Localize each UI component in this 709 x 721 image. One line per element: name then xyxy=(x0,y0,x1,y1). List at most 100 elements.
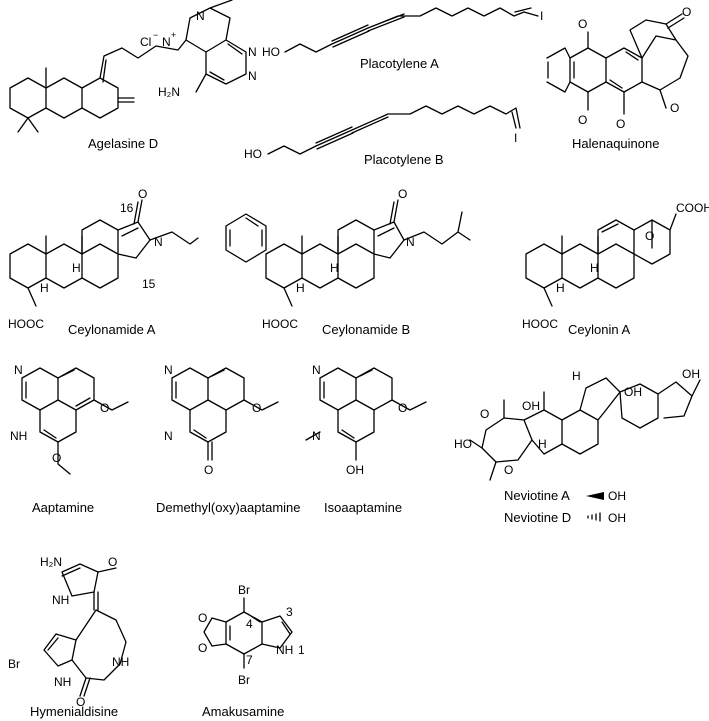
ceylonin-a-o-label: O xyxy=(645,229,654,243)
neviotine-ho-label: HO xyxy=(454,437,472,451)
demethyl-aaptamine-n1-label: N xyxy=(164,363,173,377)
ceylonamide-a-h1-label: H xyxy=(72,261,81,275)
aaptamine-nh-label: NH xyxy=(10,429,27,443)
halenaquinone-structure xyxy=(546,13,689,115)
compound-label: Placotylene A xyxy=(360,56,439,71)
amakusamine-nh-label: NH xyxy=(276,643,293,657)
placotylene-a-iodine-label: I xyxy=(540,9,543,23)
neviotine-o1-label: O xyxy=(480,407,489,421)
hymenialdisine-nh3-label: NH xyxy=(112,655,129,669)
aaptamine-o1-label: O xyxy=(100,401,109,415)
hymenialdisine-o1-label: O xyxy=(108,555,117,569)
agelasine-plus-sign: + xyxy=(171,30,176,40)
ceylonamide-b-h1-label: H xyxy=(330,261,339,275)
ceylonin-a-cooh-label: COOH xyxy=(676,201,709,215)
agelasine-d-structure xyxy=(9,0,247,133)
ceylonin-a-hooc-label: HOOC xyxy=(522,317,558,331)
neviotine-h2-label: H xyxy=(538,437,547,451)
ceylonamide-a-o-label: O xyxy=(138,187,147,201)
amakusamine-br1-label: Br xyxy=(238,583,250,597)
ceylonamide-b-n-label: N xyxy=(406,235,415,249)
neviotine-o2-label: O xyxy=(504,463,513,477)
compound-label: Ceylonin A xyxy=(568,322,630,337)
compound-label: Ceylonamide B xyxy=(322,322,410,337)
neviotine-d-oh-legend: OH xyxy=(608,511,626,525)
aaptamine-n-label: N xyxy=(14,363,23,377)
halenaquinone-o3-label: O xyxy=(616,117,625,131)
ceylonamide-b-hooc-label: HOOC xyxy=(262,317,298,331)
isoaaptamine-oh-label: OH xyxy=(346,463,364,477)
compound-label: Amakusamine xyxy=(202,704,284,719)
compound-label: Aaptamine xyxy=(32,500,94,515)
hymenialdisine-structure xyxy=(43,563,127,697)
neviotine-oh1-label: OH xyxy=(522,399,540,413)
compound-label: Ceylonamide A xyxy=(68,322,156,337)
compound-label: Neviotine A xyxy=(504,488,570,503)
amakusamine-c7-label: 7 xyxy=(246,653,253,667)
agelasine-n3-label: N xyxy=(248,69,257,83)
wedge-bond-icon xyxy=(586,492,604,500)
amakusamine-o2-label: O xyxy=(198,641,207,655)
demethyl-aaptamine-o2-label: O xyxy=(204,463,213,477)
hashed-bond-icon xyxy=(587,512,601,522)
isoaaptamine-structure xyxy=(305,367,427,461)
neviotine-oh2-label: OH xyxy=(624,385,642,399)
neviotine-structure xyxy=(469,377,701,481)
agelasine-n-label: N xyxy=(196,9,205,23)
ceylonamide-b-o-label: O xyxy=(398,187,407,201)
ceylonamide-b-structure xyxy=(265,199,471,307)
placotylene-b-ho-label: HO xyxy=(244,147,262,161)
amakusamine-c3-label: 3 xyxy=(286,605,293,619)
halenaquinone-o2-label: O xyxy=(578,113,587,127)
neviotine-a-oh-legend: OH xyxy=(608,489,626,503)
isoaaptamine-n1-label: N xyxy=(312,363,321,377)
hymenialdisine-nh2-label: H₂N xyxy=(40,555,62,569)
ceylonamide-a-c15-label: 15 xyxy=(142,277,156,291)
placotylene-b-iodine-label: I xyxy=(514,131,517,145)
ceylonin-a-structure xyxy=(525,213,677,307)
ceylonamide-a-h2-label: H xyxy=(40,281,49,295)
hymenialdisine-nh1-label: NH xyxy=(52,593,69,607)
hymenialdisine-nh2-ring-label: NH xyxy=(54,675,71,689)
ceylonin-a-h1-label: H xyxy=(590,261,599,275)
placotylene-a-structure xyxy=(284,7,539,53)
compound-label: Placotylene B xyxy=(364,152,444,167)
agelasine-n2-label: N xyxy=(248,45,257,59)
isoaaptamine-n2-label: N xyxy=(312,429,321,443)
placotylene-b-structure xyxy=(267,105,521,155)
aaptamine-structure xyxy=(21,367,129,475)
hymenialdisine-o2-label: O xyxy=(76,695,85,709)
neviotine-oh3-label: OH xyxy=(682,367,700,381)
compound-label: Demethyl(oxy)aaptamine xyxy=(156,500,301,515)
compound-label: Agelasine D xyxy=(88,136,158,151)
halenaquinone-o5-label: O xyxy=(670,101,679,115)
halenaquinone-o4-label: O xyxy=(682,5,691,19)
agelasine-nh2-label: H₂N xyxy=(158,85,180,99)
ceylonamide-a-c16-label: 16 xyxy=(120,201,134,215)
ceylonamide-b-h2-label: H xyxy=(296,281,305,295)
halenaquinone-o1-label: O xyxy=(578,17,587,31)
compound-label: Hymenialdisine xyxy=(30,704,118,719)
ceylonamide-a-structure xyxy=(9,199,267,307)
compound-label: Neviotine D xyxy=(504,510,571,525)
ceylonamide-a-n-label: N xyxy=(154,235,163,249)
ceylonamide-a-hooc-label: HOOC xyxy=(8,317,44,331)
demethyl-aaptamine-o1-label: O xyxy=(252,401,261,415)
aaptamine-o2-label: O xyxy=(52,451,61,465)
compound-label: Isoaaptamine xyxy=(324,500,402,515)
agelasine-chloride-label: Cl xyxy=(140,35,151,49)
amakusamine-structure xyxy=(203,597,293,669)
agelasine-minus-sign: − xyxy=(153,30,158,40)
ceylonin-a-h2-label: H xyxy=(556,281,565,295)
placotylene-a-ho-label: HO xyxy=(262,45,280,59)
hymenialdisine-br-label: Br xyxy=(8,657,20,671)
amakusamine-c4-label: 4 xyxy=(246,617,253,631)
compound-label: Halenaquinone xyxy=(572,136,659,151)
demethyl-aaptamine-n2-label: N xyxy=(164,429,173,443)
neviotine-h1-label: H xyxy=(572,369,581,383)
amakusamine-o1-label: O xyxy=(198,611,207,625)
demethyl-oxy-aaptamine-structure xyxy=(171,367,279,461)
isoaaptamine-o-label: O xyxy=(398,401,407,415)
amakusamine-n1-label: 1 xyxy=(298,643,305,657)
